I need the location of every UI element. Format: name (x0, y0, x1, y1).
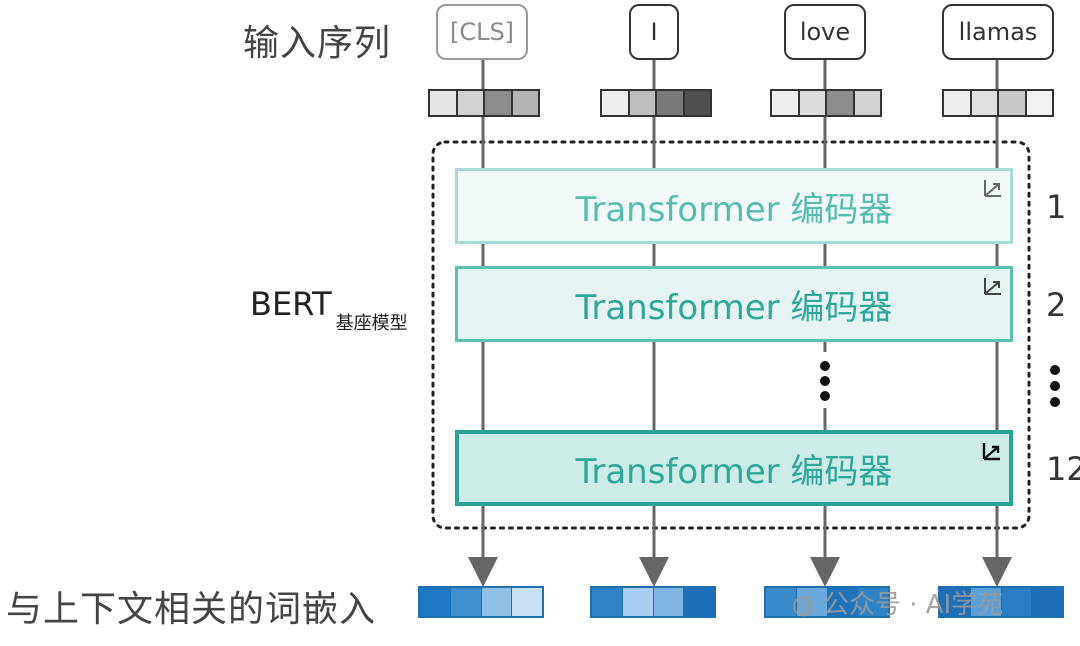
bert-title: BERT (250, 285, 332, 323)
output-embedding-love (764, 586, 890, 618)
bert-subtitle: 基座模型 (335, 313, 408, 334)
output-embedding-cls (418, 586, 544, 618)
token-connectors (481, 60, 999, 89)
token-llamas: llamas (942, 4, 1054, 60)
input-embedding-love (770, 89, 882, 117)
token-love: love (784, 4, 866, 60)
flow-lines (468, 117, 1012, 587)
ellipsis-dots-center (820, 361, 830, 401)
wechat-icon: ◍ (792, 590, 823, 620)
encoder-layer-12: Transformer 编码器 (455, 430, 1013, 506)
watermark: ◍ 公众号 · AI学苑 (792, 584, 1003, 621)
encoder-layer-2-label: Transformer 编码器 (575, 287, 893, 328)
expand-icon (984, 180, 1001, 197)
input-embedding-cls (428, 89, 540, 117)
layer-number-12: 12 (1046, 450, 1080, 488)
input-embedding-llamas (942, 89, 1054, 117)
ellipsis-dots-right (1050, 365, 1060, 407)
layer-number-2: 2 (1046, 286, 1067, 324)
encoder-layer-1: Transformer 编码器 (455, 168, 1013, 244)
token-cls: [CLS] (436, 4, 528, 60)
bert-label: BERT基座模型 (250, 285, 408, 334)
watermark-text: 公众号 · AI学苑 (822, 590, 1004, 620)
expand-icon (982, 443, 1000, 461)
encoder-layer-1-label: Transformer 编码器 (575, 189, 893, 230)
input-sequence-label: 输入序列 (243, 23, 392, 64)
expand-icon (984, 278, 1001, 295)
layer-number-1: 1 (1046, 188, 1067, 226)
encoder-layer-2: Transformer 编码器 (455, 266, 1013, 342)
output-embedding-llamas (938, 586, 1064, 618)
token-i: I (629, 4, 679, 60)
output-embedding-label: 与上下文相关的词嵌入 (6, 589, 377, 630)
output-embedding-i (590, 586, 716, 618)
encoder-layer-12-label: Transformer 编码器 (575, 451, 893, 492)
input-embedding-i (600, 89, 712, 117)
